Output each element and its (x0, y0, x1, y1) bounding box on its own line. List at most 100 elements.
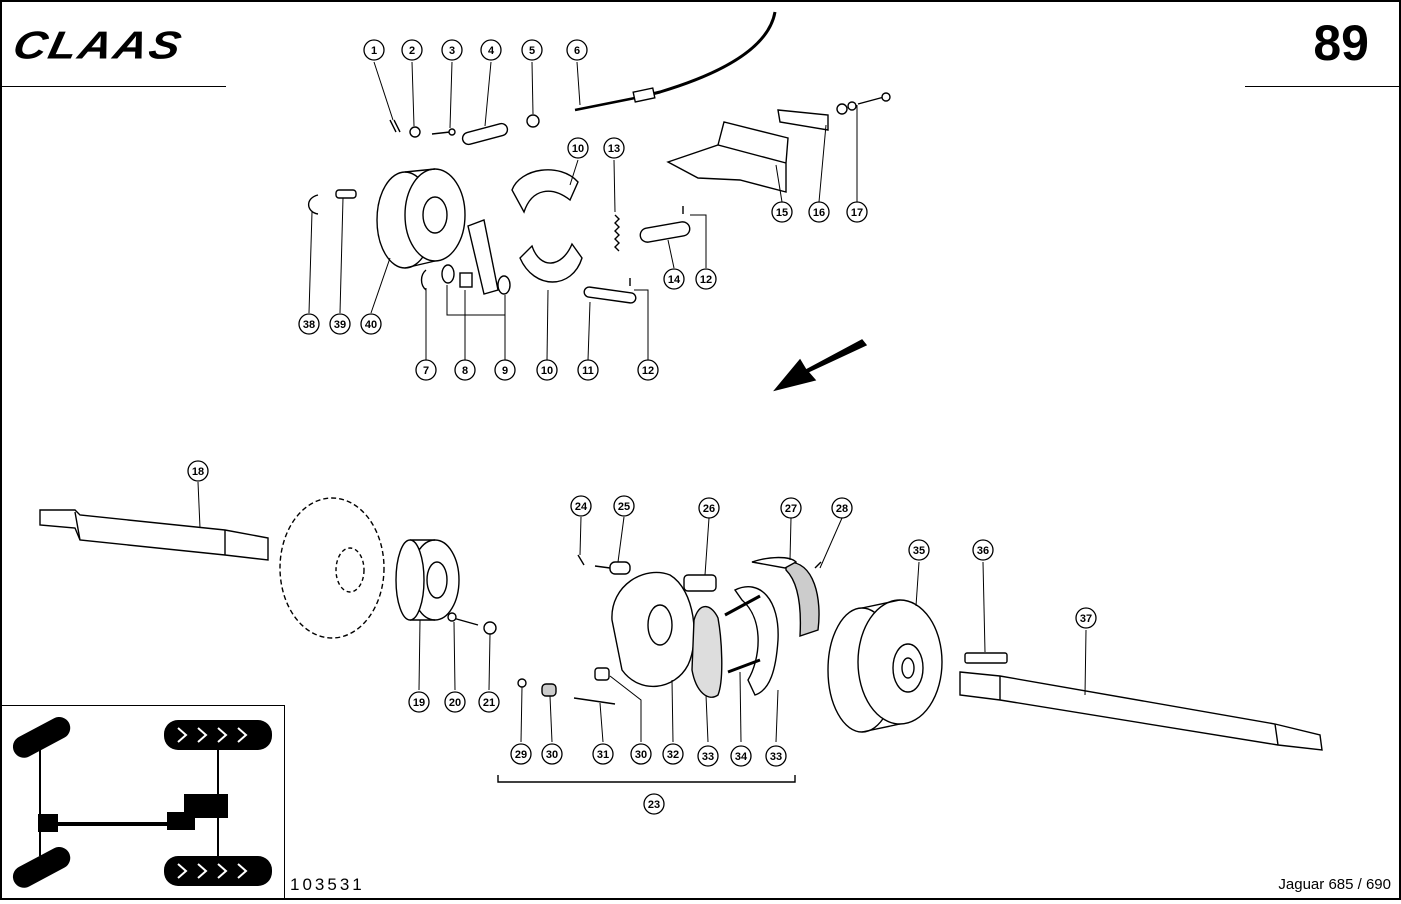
nut-21 (483, 621, 497, 635)
callout-29: 29 (510, 743, 532, 765)
callout-label: 7 (423, 365, 429, 377)
callout-circle (360, 313, 382, 335)
callout-circle (298, 313, 320, 335)
callout-38: 38 (298, 313, 320, 335)
callout-label: 35 (913, 545, 925, 557)
callout-circle (541, 743, 563, 765)
shaft-key (964, 652, 1008, 664)
callout-8: 8 (454, 359, 476, 381)
callout-circle (592, 743, 614, 765)
machine-location-diagram (12, 716, 272, 888)
callout-circle (908, 539, 930, 561)
machine-model: Jaguar 685 / 690 (1278, 876, 1391, 893)
callout-31: 31 (592, 743, 614, 765)
brake-shoe-upper-a (511, 169, 579, 214)
callout-circle (780, 497, 802, 519)
callout-39: 39 (329, 313, 351, 335)
brake-lever (467, 219, 499, 295)
callout-circle (444, 691, 466, 713)
header-rule-right (1245, 86, 1399, 87)
callout-circle (613, 495, 635, 517)
callout-label: 33 (770, 751, 782, 763)
kit-spring-29 (517, 678, 527, 688)
wheel-cylinder (683, 574, 717, 592)
callout-6: 6 (566, 39, 588, 61)
callout-label: 10 (572, 143, 584, 155)
callout-label: 26 (703, 503, 715, 515)
callout-17: 17 (846, 201, 868, 223)
callout-36: 36 (972, 539, 994, 561)
callout-circle (730, 745, 752, 767)
brake-lining (785, 561, 820, 637)
callout-circle (577, 359, 599, 381)
callout-circle (494, 359, 516, 381)
kit-cap-30 (541, 683, 557, 697)
callout-label: 30 (635, 749, 647, 761)
callout-label: 2 (409, 45, 415, 57)
callout-circle (808, 201, 830, 223)
callout-3: 3 (441, 39, 463, 61)
callout-10: 10 (567, 137, 589, 159)
callout-label: 12 (700, 274, 712, 286)
callout-circle (771, 201, 793, 223)
callout-label: 30 (546, 749, 558, 761)
callout-label: 23 (648, 799, 660, 811)
callout-label: 32 (667, 749, 679, 761)
callout-label: 3 (449, 45, 455, 57)
callout-circle (480, 39, 502, 61)
callout-circle (363, 39, 385, 61)
callout-label: 28 (836, 503, 848, 515)
wheel-rear-right (164, 856, 272, 886)
cable-ferrule (632, 87, 656, 103)
circlip-38 (307, 194, 319, 215)
dowel-39 (335, 189, 357, 199)
callout-2: 2 (401, 39, 423, 61)
callout-label: 36 (977, 545, 989, 557)
callout-35: 35 (908, 539, 930, 561)
callout-circle (643, 793, 665, 815)
callout-11: 11 (577, 359, 599, 381)
callout-25: 25 (613, 495, 635, 517)
callout-label: 6 (574, 45, 580, 57)
callout-23: 23 (643, 793, 665, 815)
callout-circle (972, 539, 994, 561)
adjuster-spring (724, 594, 761, 674)
callout-33: 33 (697, 745, 719, 767)
nut (526, 114, 540, 128)
callout-circle (521, 39, 543, 61)
clamp-plate (777, 109, 829, 131)
callout-label: 15 (776, 207, 788, 219)
callout-label: 1 (371, 45, 377, 57)
callout-circle (846, 201, 868, 223)
callout-26: 26 (698, 497, 720, 519)
callout-label: 33 (702, 751, 714, 763)
callout-circle (697, 745, 719, 767)
callout-4: 4 (480, 39, 502, 61)
split-pin (389, 119, 401, 133)
callout-label: 20 (449, 697, 461, 709)
callout-label: 38 (303, 319, 315, 331)
callout-12: 12 (695, 268, 717, 290)
callout-circle (415, 359, 437, 381)
callout-15: 15 (771, 201, 793, 223)
page-number: 89 (1313, 15, 1369, 71)
cable-end-rod (574, 96, 636, 112)
location-inset (2, 705, 285, 898)
drive-shaft-left (39, 509, 269, 561)
brake-shoe-lower-a (691, 605, 723, 698)
callout-label: 14 (668, 274, 681, 286)
callout-circle (441, 39, 463, 61)
callout-circle (1075, 607, 1097, 629)
callout-circle (408, 691, 430, 713)
wheel-front-right (164, 720, 272, 750)
callout-label: 19 (413, 697, 425, 709)
callout-circle (567, 137, 589, 159)
callout-label: 40 (365, 319, 377, 331)
callout-1: 1 (363, 39, 385, 61)
wheel-front-left (12, 716, 71, 758)
callout-circle (187, 460, 209, 482)
link-pin (461, 122, 509, 146)
